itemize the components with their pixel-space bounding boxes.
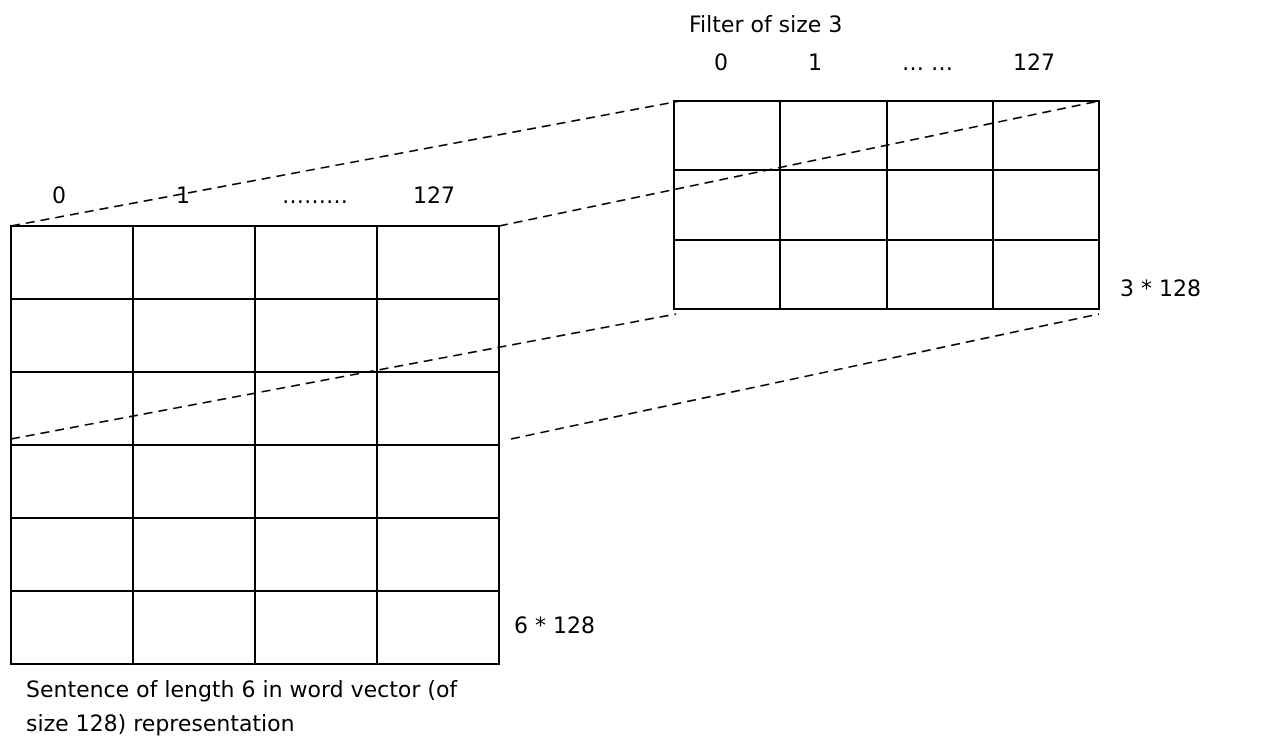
sentence-col-label: 127 (413, 184, 455, 209)
projection-line-top-left (10, 100, 681, 227)
filter-col-label: 1 (808, 51, 822, 76)
sentence-col-label: 0 (52, 184, 66, 209)
projection-line-bottom-left (10, 313, 677, 440)
sentence-matrix (10, 225, 500, 665)
filter-size-label: 3 * 128 (1120, 277, 1201, 302)
filter-title: Filter of size 3 (689, 13, 843, 38)
filter-col-label: 127 (1013, 51, 1055, 76)
sentence-col-label: 1 (176, 184, 190, 209)
sentence-caption-line-2: size 128) representation (26, 712, 295, 737)
filter-col-label: … … (902, 51, 953, 76)
filter-col-label: 0 (714, 51, 728, 76)
sentence-caption-line-1: Sentence of length 6 in word vector (of (26, 678, 458, 703)
projection-lines (10, 100, 1100, 440)
sentence-col-label: ……… (282, 184, 348, 209)
projection-line-bottom-right (510, 313, 1100, 440)
projection-line-top-right (498, 100, 1100, 227)
sentence-size-label: 6 * 128 (514, 614, 595, 639)
filter-matrix (673, 100, 1100, 310)
